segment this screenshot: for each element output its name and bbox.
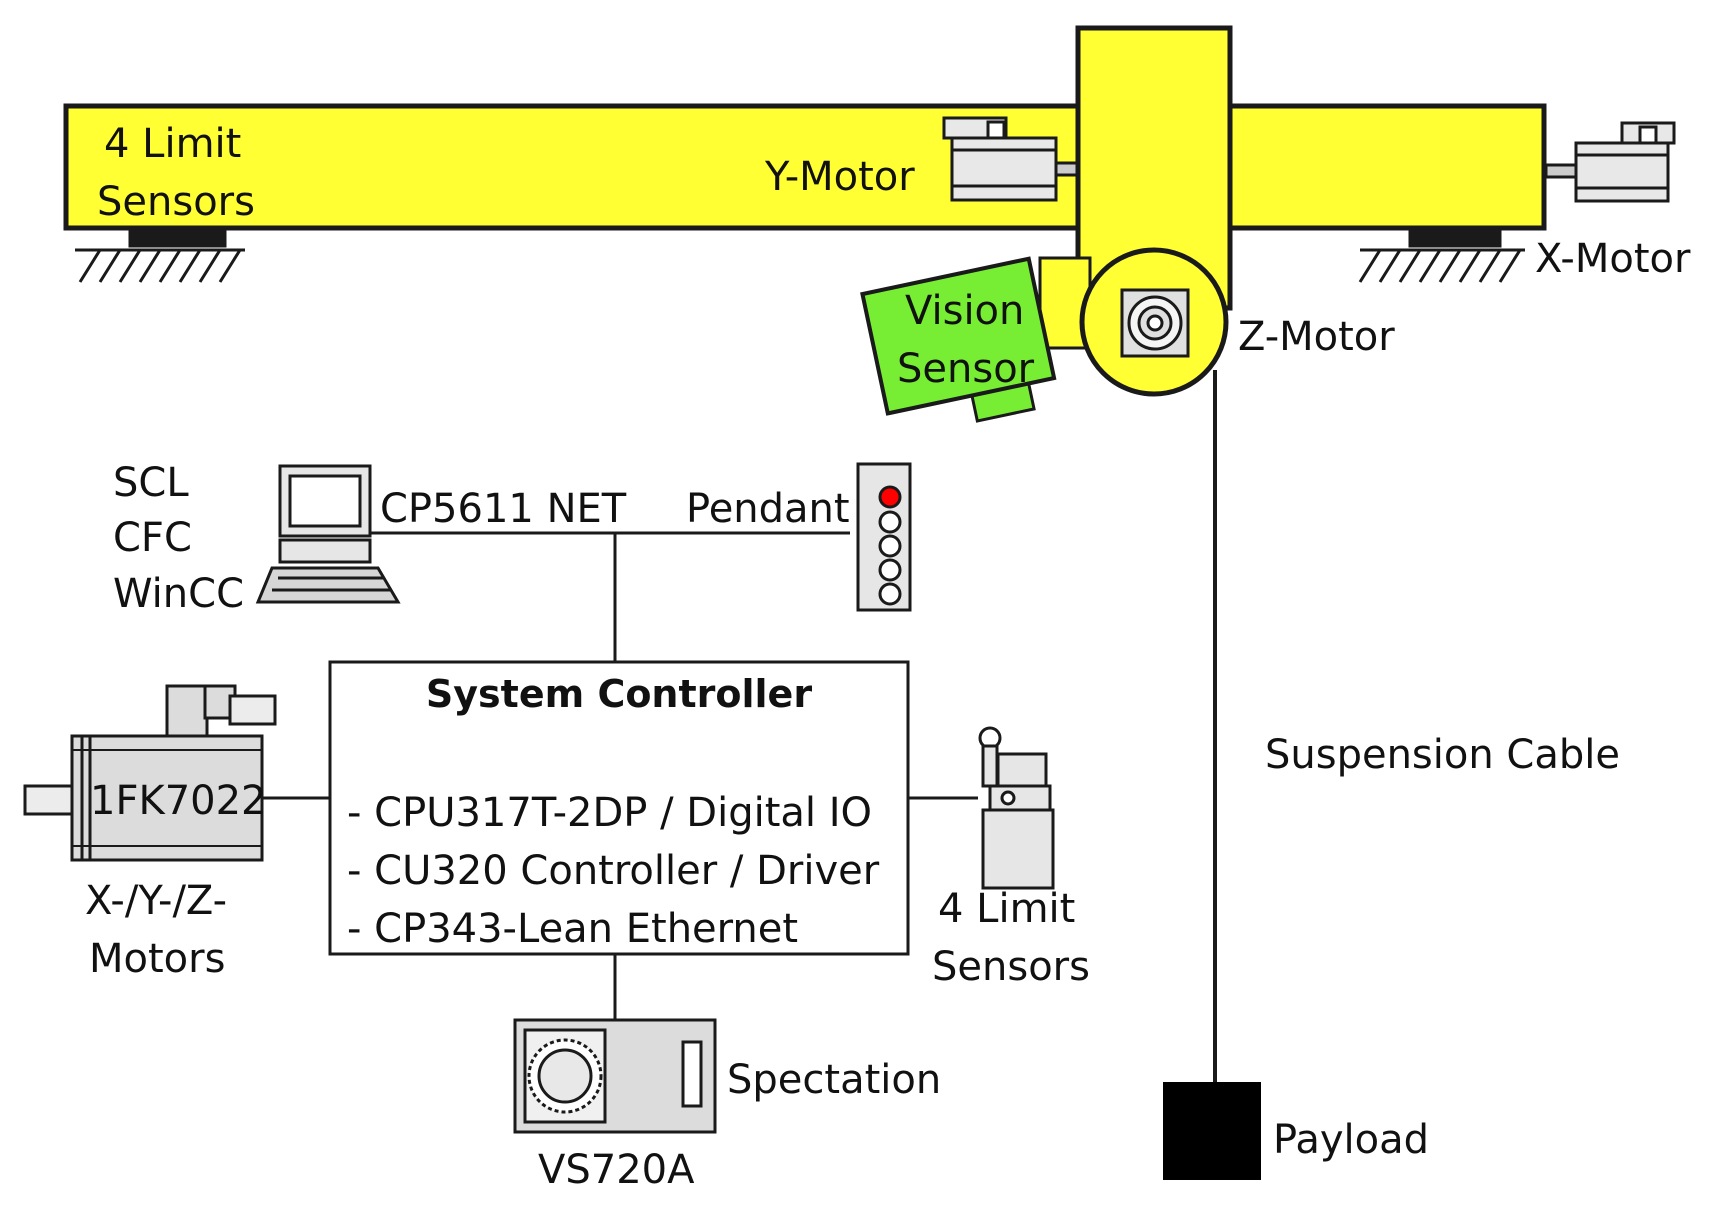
servo-motor-icon: [23, 684, 277, 862]
beam-limit-sensors-line2: Sensors: [97, 179, 255, 225]
beam-limit-sensors-line1: 4 Limit: [104, 121, 241, 167]
pc-software-wincc: WinCC: [113, 571, 244, 617]
controller-item-cp343: - CP343-Lean Ethernet: [347, 906, 798, 952]
limit-switch-line1: 4 Limit: [938, 886, 1075, 932]
ground-hatch-icon: [1358, 226, 1525, 283]
pc-software-scl: SCL: [113, 460, 189, 506]
x-motor-label: X-Motor: [1535, 236, 1691, 282]
pendant-label: Pendant: [686, 486, 850, 532]
payload-block: [1163, 1082, 1261, 1180]
suspension-cable-label: Suspension Cable: [1265, 732, 1620, 778]
limit-switch-line2: Sensors: [932, 944, 1090, 990]
computer-icon: [255, 464, 401, 604]
limit-switch-icon: [978, 726, 1055, 890]
pc-software-cfc: CFC: [113, 515, 192, 561]
servo-caption-line2: Motors: [89, 936, 225, 982]
controller-item-cpu: - CPU317T-2DP / Digital IO: [347, 790, 872, 836]
camera-model-label: VS720A: [538, 1147, 695, 1193]
y-motor-label: Y-Motor: [764, 154, 915, 200]
payload-label: Payload: [1273, 1117, 1429, 1163]
vision-sensor-line1: Vision: [905, 288, 1024, 334]
servo-caption-line1: X-/Y-/Z-: [85, 878, 227, 924]
x-motor-icon: [1544, 121, 1676, 203]
vision-sensor: [860, 256, 1057, 423]
camera-side-label: Spectation: [727, 1057, 941, 1103]
controller-title: System Controller: [426, 672, 812, 716]
system-controller-box: [328, 660, 910, 956]
y-motor-icon: [942, 116, 1080, 202]
ground-hatch-icon: [75, 226, 245, 283]
controller-item-cu320: - CU320 Controller / Driver: [347, 848, 880, 894]
pendant-icon: [856, 462, 912, 612]
servo-model-label: 1FK7022: [90, 778, 266, 824]
vision-camera-icon: [513, 1018, 717, 1134]
network-label: CP5611 NET: [380, 486, 627, 532]
vision-sensor-line2: Sensor: [897, 346, 1035, 392]
z-motor-icon: [1120, 288, 1190, 358]
gantry-beam: [63, 103, 1547, 231]
z-motor-label: Z-Motor: [1238, 314, 1395, 360]
